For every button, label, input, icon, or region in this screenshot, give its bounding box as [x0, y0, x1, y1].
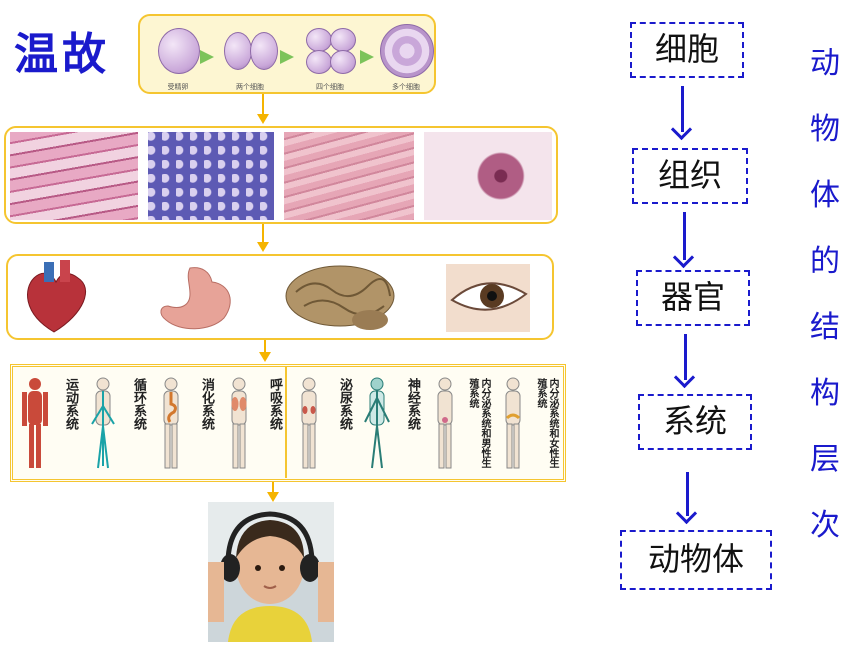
stage-label: 四个细胞: [316, 83, 344, 91]
system-label: 消化系统: [199, 378, 214, 430]
tissue-epithelial: [10, 132, 138, 220]
system-digestive: 消化系统: [154, 372, 218, 476]
brain-icon: [285, 265, 395, 330]
stage-label: 多个细胞: [392, 83, 420, 91]
system-respiratory: 呼吸系统: [222, 372, 286, 476]
flow-line: [264, 340, 266, 354]
organ-panel: [6, 254, 554, 340]
side-title-char: 构: [810, 376, 840, 411]
level-organ: 器官: [636, 270, 750, 326]
tissue-panel: [4, 126, 558, 224]
page-title: 温故: [14, 29, 110, 80]
arrow-down-icon: [673, 366, 696, 389]
cell-division-panel: 受精卵 两个细胞 四个细胞 多个细胞: [138, 14, 436, 94]
system-label: 内分泌系统和男性生殖系统: [467, 378, 490, 468]
flow-line: [681, 86, 684, 132]
divider: [285, 366, 287, 478]
level-cell: 细胞: [630, 22, 744, 78]
arrow-down-icon: [257, 114, 269, 124]
flow-line: [684, 334, 687, 380]
tissue-muscle: [284, 132, 414, 220]
arrow-down-icon: [675, 502, 698, 525]
flow-line: [272, 482, 274, 494]
side-title-char: 物: [810, 112, 840, 147]
system-label: 循环系统: [131, 378, 146, 430]
system-locomotor: 运动系统: [18, 372, 82, 476]
side-title-char: 的: [810, 244, 840, 279]
eye-icon: [446, 264, 530, 332]
side-title-char: 动: [810, 46, 840, 81]
system-label: 泌尿系统: [337, 378, 352, 430]
system-circulatory: 循环系统: [86, 372, 150, 476]
system-endocrine-female: 内分泌系统和女性生殖系统: [496, 372, 560, 476]
system-urinary: 泌尿系统: [292, 372, 356, 476]
level-tissue: 组织: [632, 148, 748, 204]
system-label: 呼吸系统: [267, 378, 282, 430]
stage-label: 受精卵: [167, 83, 189, 91]
stomach-icon: [160, 267, 231, 330]
side-title-char: 体: [810, 178, 840, 213]
flow-line: [262, 94, 264, 116]
flow-line: [262, 224, 264, 244]
arrow-right-icon: [280, 50, 294, 64]
system-label: 内分泌系统和女性生殖系统: [535, 378, 558, 468]
tissue-neuron: [424, 132, 552, 220]
side-title-char: 结: [810, 310, 840, 345]
heart-icon: [27, 260, 87, 333]
side-title-char: 次: [810, 508, 840, 543]
flow-line: [686, 472, 689, 516]
arrow-down-icon: [672, 246, 695, 269]
level-animal-body: 动物体: [620, 530, 772, 590]
system-endocrine-male: 内分泌系统和男性生殖系统: [428, 372, 492, 476]
system-nervous: 神经系统: [360, 372, 424, 476]
tissue-cartilage: [148, 132, 274, 220]
arrow-right-icon: [200, 50, 214, 64]
arrow-down-icon: [267, 492, 279, 502]
system-label: 神经系统: [405, 378, 420, 430]
side-title-char: 层: [810, 442, 840, 477]
level-system: 系统: [638, 394, 752, 450]
child-photo: [208, 502, 334, 642]
side-title: 动 物 体 的 结 构 层 次: [805, 38, 845, 566]
arrow-down-icon: [670, 118, 693, 141]
arrow-down-icon: [259, 352, 271, 362]
system-label: 运动系统: [63, 378, 78, 430]
arrow-right-icon: [360, 50, 374, 64]
stage-label: 两个细胞: [236, 83, 264, 91]
flow-line: [683, 212, 686, 260]
arrow-down-icon: [257, 242, 269, 252]
